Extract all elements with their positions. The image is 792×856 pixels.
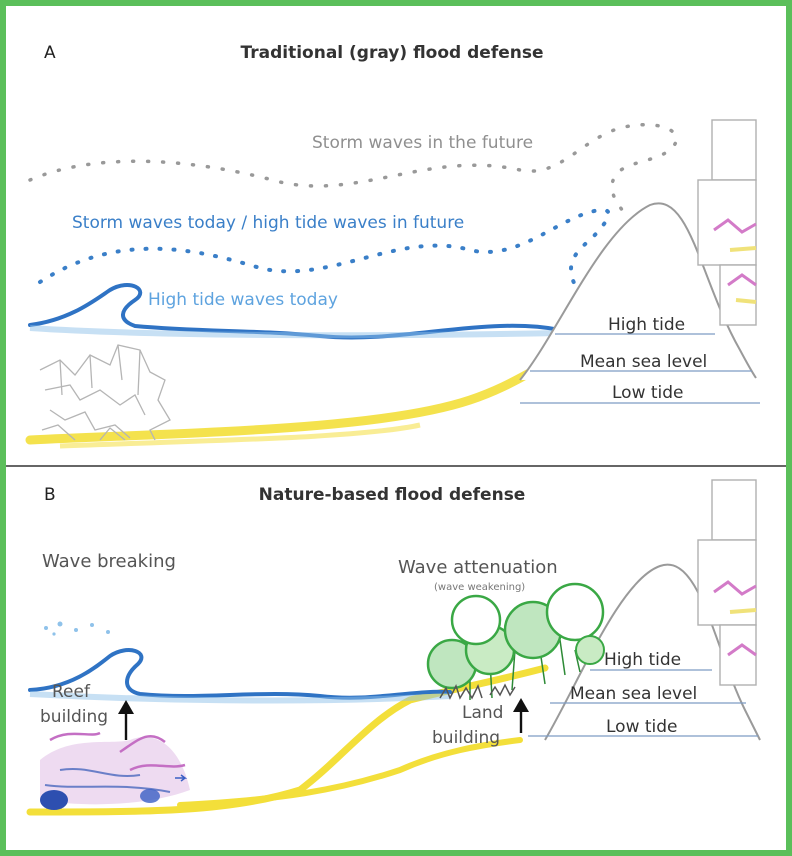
- panel-b-title: Nature-based flood defense: [259, 485, 526, 505]
- panel-b-label-wave-breaking: Wave breaking: [42, 551, 176, 572]
- panel-a-letter: A: [44, 43, 56, 63]
- panel-a-storm-today-dots: [38, 207, 611, 287]
- panel-b-label-mean-sea-level: Mean sea level: [570, 684, 697, 704]
- panel-a-title: Traditional (gray) flood defense: [241, 43, 544, 63]
- panel-b-label-land-2: building: [432, 728, 500, 748]
- panel-a-label-high-tide-waves: High tide waves today: [148, 290, 338, 310]
- panel-b-reef-arrow: [118, 700, 134, 740]
- panel-b-label-land-1: Land: [462, 703, 503, 723]
- panel-a-label-mean-sea-level: Mean sea level: [580, 352, 707, 372]
- panel-a-label-low-tide: Low tide: [612, 383, 684, 403]
- panel-a: A Traditional (gray) flood defense: [25, 43, 760, 449]
- panel-a-sand: [25, 365, 540, 445]
- panel-b-label-wave-attenuation: Wave attenuation: [398, 557, 558, 578]
- panel-b-letter: B: [44, 485, 56, 505]
- panel-b-land-arrow: [513, 698, 529, 733]
- panel-a-rock-sketch: [39, 344, 171, 441]
- panel-a-label-storm-future: Storm waves in the future: [312, 133, 533, 153]
- panel-b-trees: [426, 582, 605, 700]
- panel-b-water: [28, 648, 452, 700]
- panel-b: B Nature-based flood defense: [26, 479, 761, 816]
- panel-b-label-wave-weakening: (wave weakening): [434, 582, 525, 593]
- panel-a-label-high-tide: High tide: [608, 315, 685, 335]
- panel-b-sand: [26, 664, 549, 816]
- panel-b-label-high-tide: High tide: [604, 650, 681, 670]
- panel-b-reef: [40, 731, 190, 810]
- panel-b-wave-spray: [44, 621, 110, 636]
- panel-b-buildings: [697, 479, 757, 686]
- panel-a-buildings: [697, 119, 757, 326]
- panel-a-high-tide-wave: [28, 283, 562, 340]
- panel-b-label-reef-2: building: [40, 707, 108, 727]
- panel-a-levee: [519, 202, 757, 381]
- panel-b-label-low-tide: Low tide: [606, 717, 678, 737]
- panel-b-label-reef-1: Reef: [52, 682, 91, 702]
- panel-a-label-storm-today: Storm waves today / high tide waves in f…: [72, 213, 464, 233]
